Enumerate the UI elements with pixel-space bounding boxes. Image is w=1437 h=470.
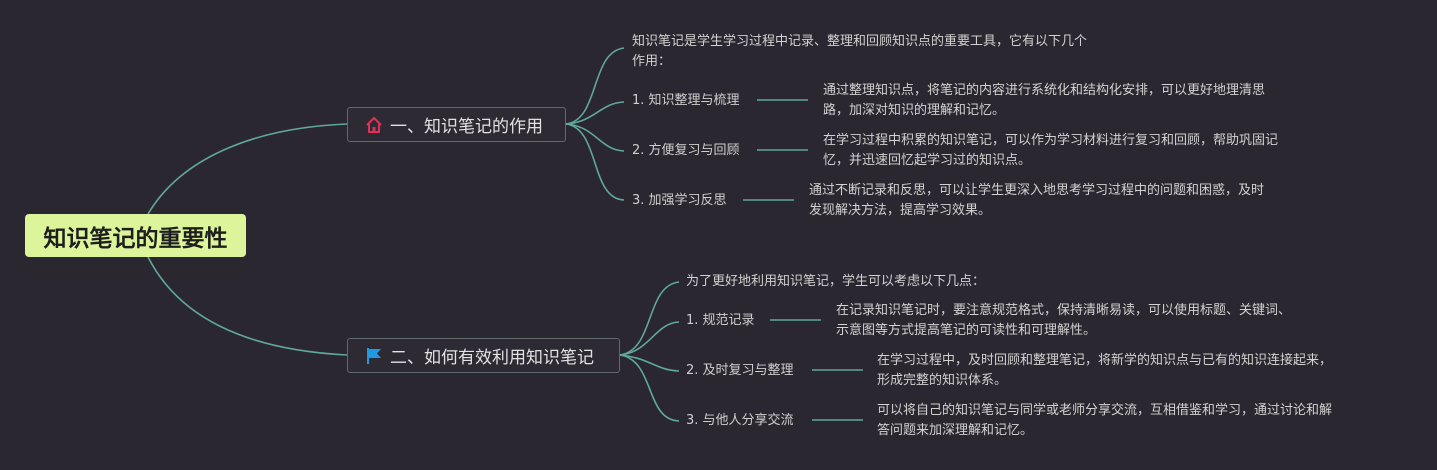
branch-2-item-3-desc: 可以将自己的知识笔记与同学或老师分享交流，互相借鉴和学习，通过讨论和解 答问题来… [877,401,1332,441]
branch-1-item-1-desc-line-1: 通过整理知识点，将笔记的内容进行系统化和结构化安排，可以更好地理清思 [823,83,1266,98]
branch-2-item-1-desc-line-1: 在记录知识笔记时，要注意规范格式，保持清晰易读，可以使用标题、关键词、 [836,303,1292,318]
flag-icon [367,347,381,364]
connector-b1-item3 [565,123,625,201]
connector-root-branch-2 [147,256,348,356]
branch-1-intro: 知识笔记是学生学习过程中记录、整理和回顾知识点的重要工具，它有以下几个 作用： [632,32,1087,72]
connector-b2-item2 [619,354,680,372]
branch-node-1[interactable]: 一、知识笔记的作用 [347,107,566,142]
branch-1-intro-line-2: 作用： [632,54,672,69]
branch-1-item-1-desc-line-2: 路，加深对知识的理解和记忆。 [823,103,1006,118]
branch-2-item-2-label[interactable]: 2. 及时复习与整理 [686,363,794,378]
branch-2-item-2-desc-line-1: 在学习过程中，及时回顾和整理笔记，将新学的知识点与已有的知识连接起来， [877,353,1333,368]
connector-b1-intro [565,47,625,125]
branch-1-item-3-label[interactable]: 3. 加强学习反思 [632,193,727,208]
branch-1-item-2-desc-line-2: 忆，并迅速回忆起学习过的知识点。 [823,153,1032,168]
house-icon [366,116,382,133]
branch-1-item-3-desc: 通过不断记录和反思，可以让学生更深入地思考学习过程中的问题和困惑，及时 发现解决… [809,181,1264,221]
branch-1-item-2-desc: 在学习过程中积累的知识笔记，可以作为学习材料进行复习和回顾，帮助巩固记 忆，并迅… [823,131,1278,171]
branch-2-item-3-desc-line-2: 答问题来加深理解和记忆。 [877,423,1034,438]
branch-node-2[interactable]: 二、如何有效利用知识笔记 [347,338,620,373]
branch-1-item-1-label[interactable]: 1. 知识整理与梳理 [632,93,740,108]
branch-2-intro-line-1: 为了更好地利用知识笔记，学生可以考虑以下几点： [686,274,986,289]
connector-root-branch-1 [147,123,348,215]
branch-2-item-3-desc-line-1: 可以将自己的知识笔记与同学或老师分享交流，互相借鉴和学习，通过讨论和解 [877,403,1333,418]
branch-2-item-2-desc-line-2: 形成完整的知识体系。 [877,373,1008,388]
branch-1-item-3-desc-line-1: 通过不断记录和反思，可以让学生更深入地思考学习过程中的问题和困惑，及时 [809,183,1265,198]
connector-b1-item1 [565,101,625,125]
branch-2-item-1-desc: 在记录知识笔记时，要注意规范格式，保持清晰易读，可以使用标题、关键词、 示意图等… [836,301,1291,341]
connector-b2-item3 [619,354,680,422]
branch-1-intro-line-1: 知识笔记是学生学习过程中记录、整理和回顾知识点的重要工具，它有以下几个 [632,34,1088,49]
branch-1-title: 一、知识笔记的作用 [390,117,543,137]
branch-1-item-2-desc-line-1: 在学习过程中积累的知识笔记，可以作为学习材料进行复习和回顾，帮助巩固记 [823,133,1279,148]
branch-1-item-3-desc-line-2: 发现解决方法，提高学习效果。 [809,203,992,218]
branch-1-item-1-desc: 通过整理知识点，将笔记的内容进行系统化和结构化安排，可以更好地理清思 路，加深对… [823,81,1265,121]
root-node[interactable]: 知识笔记的重要性 [25,214,246,257]
branch-2-title: 二、如何有效利用知识笔记 [390,348,594,368]
branch-1-item-2-label[interactable]: 2. 方便复习与回顾 [632,143,740,158]
branch-2-item-3-label[interactable]: 3. 与他人分享交流 [686,413,794,428]
connector-b2-item1 [619,321,680,356]
branch-2-item-1-label[interactable]: 1. 规范记录 [686,313,755,328]
connector-b1-item2 [565,123,625,152]
branch-2-item-1-desc-line-2: 示意图等方式提高笔记的可读性和可理解性。 [836,323,1097,338]
branch-2-item-2-desc: 在学习过程中，及时回顾和整理笔记，将新学的知识点与已有的知识连接起来， 形成完整… [877,351,1332,391]
connector-b2-intro [619,281,680,356]
root-title: 知识笔记的重要性 [43,225,228,252]
branch-2-intro: 为了更好地利用知识笔记，学生可以考虑以下几点： [686,272,985,292]
